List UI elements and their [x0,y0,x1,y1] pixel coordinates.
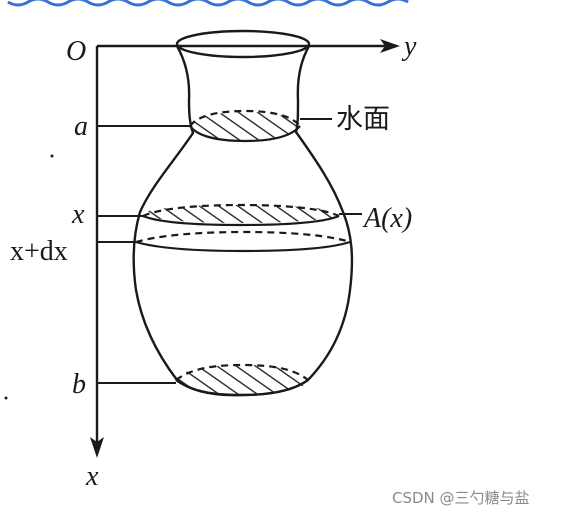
x-axis [90,46,104,458]
origin-label: O [66,36,86,67]
level-x-dx-label: x+dx [10,236,68,267]
level-lines [97,118,362,384]
cross-section-x-dx [135,230,351,253]
x-axis-label: x [85,461,99,492]
level-a-label: a [74,111,88,142]
base-section [175,363,309,397]
y-axis [97,39,400,53]
water-surface-section [189,109,301,143]
scan-specks [4,154,54,400]
y-axis-label: y [401,31,417,62]
cross-section-a-x [142,203,340,227]
watermark: CSDN @三勺糖与盐 [392,489,530,507]
water-surface-label: 水面 [336,104,390,135]
area-label: A(x) [362,203,412,234]
top-decoration [7,0,409,7]
level-x-label: x [71,199,85,230]
vase-outline [132,29,354,397]
level-b-label: b [72,369,86,400]
